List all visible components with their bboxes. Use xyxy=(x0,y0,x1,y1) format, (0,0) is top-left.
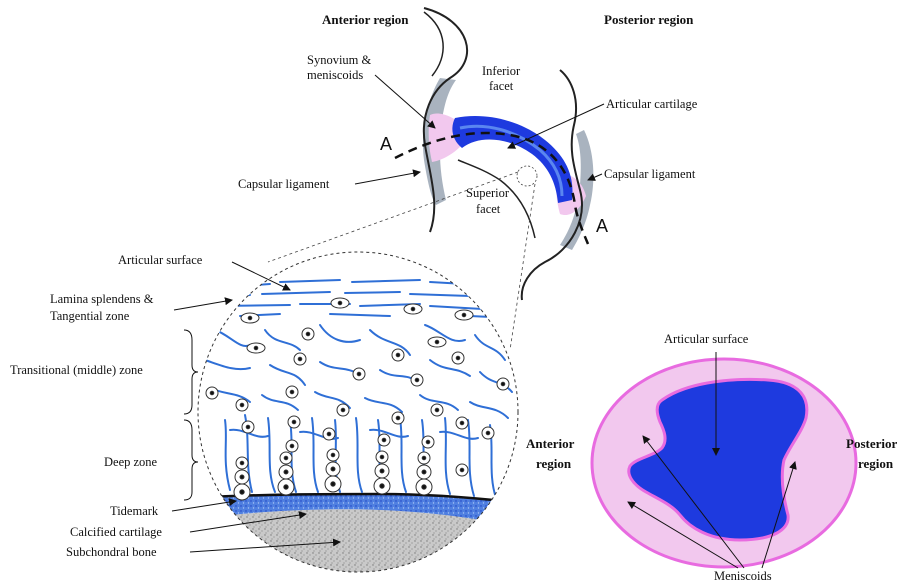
cartilage-zoom: Articular surface Lamina splendens & Tan… xyxy=(10,250,530,588)
tidemark-label: Tidemark xyxy=(110,504,159,518)
chondrocyte xyxy=(456,417,468,429)
section-posterior-label-2: region xyxy=(858,456,894,471)
meniscoids-label: Meniscoids xyxy=(714,569,772,583)
inferior-facet-label-2: facet xyxy=(489,79,514,93)
chondrocyte xyxy=(323,428,335,440)
synovium-arrow xyxy=(375,75,435,128)
chondrocyte xyxy=(482,427,494,439)
synovium-label-2: meniscoids xyxy=(307,68,363,82)
synovium-label-1: Synovium & xyxy=(307,53,372,67)
chondrocyte xyxy=(331,298,349,308)
chondrocyte xyxy=(418,452,430,464)
chondrocyte xyxy=(302,328,314,340)
chondrocyte xyxy=(452,352,464,364)
chondrocyte xyxy=(326,462,340,476)
articular-cartilage-arrow xyxy=(508,104,604,148)
deep-zone-label: Deep zone xyxy=(104,455,158,469)
chondrocyte xyxy=(417,465,431,479)
inferior-facet-label-1: Inferior xyxy=(482,64,521,78)
section-label-a-left: A xyxy=(380,134,392,154)
anterior-region-top-label: Anterior region xyxy=(322,12,409,27)
chondrocyte xyxy=(497,378,509,390)
capsular-ligament-left-label: Capsular ligament xyxy=(238,177,330,191)
lamina-label-1: Lamina splendens & xyxy=(50,292,154,306)
section-anterior-label-1: Anterior xyxy=(526,436,575,451)
chondrocyte xyxy=(247,343,265,353)
superior-facet-label-2: facet xyxy=(476,202,501,216)
section-articular-surface-label: Articular surface xyxy=(664,332,749,346)
transitional-zone-brace xyxy=(184,330,198,414)
subchondral-bone-label: Subchondral bone xyxy=(66,545,157,559)
chondrocyte xyxy=(392,412,404,424)
chondrocyte xyxy=(455,310,473,320)
lamina-arrow xyxy=(174,300,232,310)
lamina-label-2: Tangential zone xyxy=(50,309,130,323)
chondrocyte xyxy=(428,337,446,347)
section-label-a-right: A xyxy=(596,216,608,236)
posterior-region-top-label: Posterior region xyxy=(604,12,694,27)
chondrocyte xyxy=(278,479,294,495)
chondrocyte xyxy=(286,440,298,452)
chondrocyte xyxy=(376,451,388,463)
chondrocyte xyxy=(234,484,250,500)
chondrocyte xyxy=(235,470,249,484)
chondrocyte xyxy=(236,457,248,469)
chondrocyte xyxy=(206,387,218,399)
chondrocyte xyxy=(327,449,339,461)
zoom-source-circle xyxy=(517,166,537,186)
chondrocyte xyxy=(288,416,300,428)
articular-cartilage-label: Articular cartilage xyxy=(606,97,698,111)
section-anterior-label-2: region xyxy=(536,456,572,471)
chondrocyte xyxy=(375,464,389,478)
calcified-cartilage-label: Calcified cartilage xyxy=(70,525,162,539)
capsular-ligament-right-label: Capsular ligament xyxy=(604,167,696,181)
chondrocyte xyxy=(392,349,404,361)
chondrocyte xyxy=(404,304,422,314)
chondrocyte xyxy=(280,452,292,464)
chondrocyte xyxy=(353,368,365,380)
chondrocyte xyxy=(325,476,341,492)
section-posterior-label-1: Posterior xyxy=(846,436,897,451)
inferior-facet-inner xyxy=(424,12,443,76)
chondrocyte xyxy=(374,478,390,494)
deep-zone-brace xyxy=(184,420,198,500)
chondrocyte xyxy=(279,465,293,479)
chondrocyte xyxy=(236,399,248,411)
zoom-line-right xyxy=(510,184,535,350)
chondrocyte xyxy=(411,374,423,386)
cross-section: Articular surface Anterior region Poster… xyxy=(526,332,897,583)
chondrocyte xyxy=(422,436,434,448)
chondrocyte xyxy=(431,404,443,416)
transitional-zone-label: Transitional (middle) zone xyxy=(10,363,143,377)
chondrocyte xyxy=(286,386,298,398)
chondrocyte xyxy=(378,434,390,446)
articular-surface-label: Articular surface xyxy=(118,253,203,267)
chondrocyte xyxy=(241,313,259,323)
capsular-ligament-left-arrow xyxy=(355,172,420,184)
chondrocyte xyxy=(416,479,432,495)
chondrocyte xyxy=(456,464,468,476)
chondrocyte xyxy=(242,421,254,433)
tidemark-arrow xyxy=(172,501,236,511)
chondrocyte xyxy=(294,353,306,365)
chondrocyte xyxy=(337,404,349,416)
